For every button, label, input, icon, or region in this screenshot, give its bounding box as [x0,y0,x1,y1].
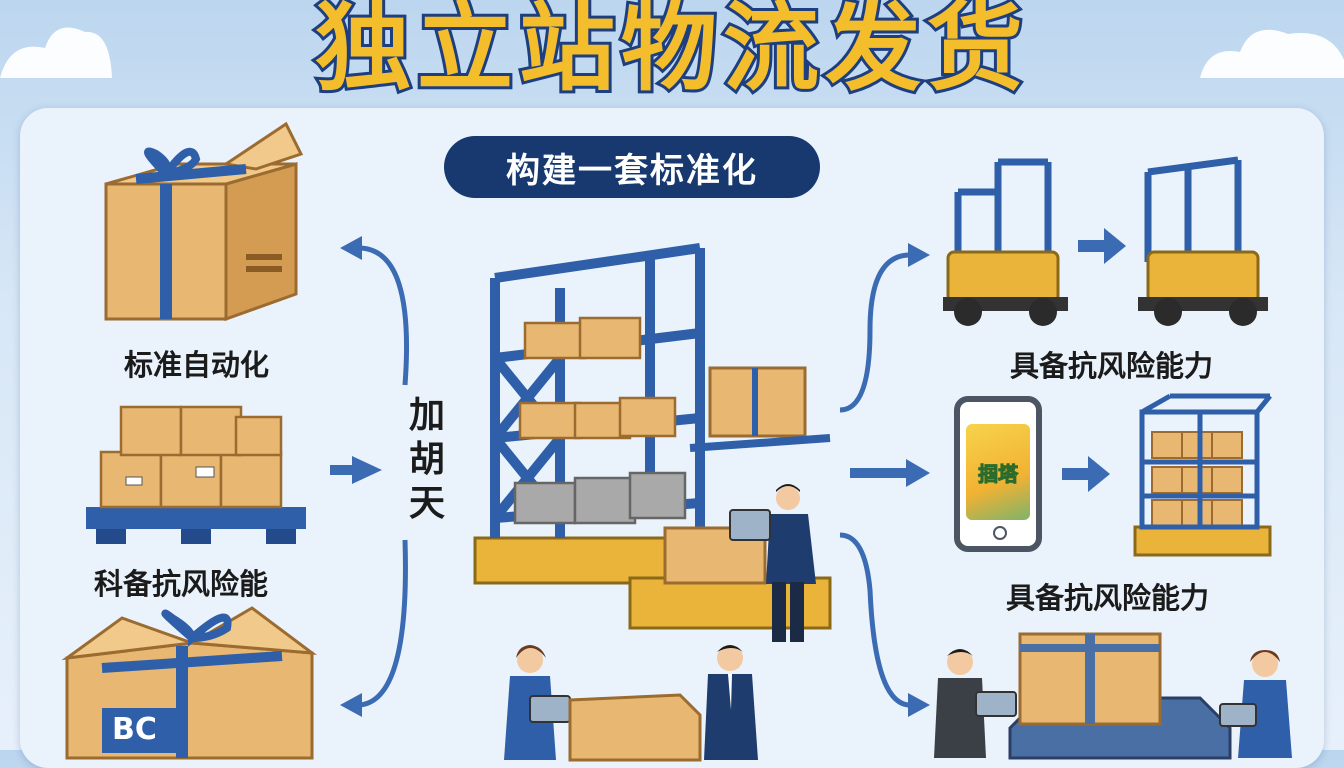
warehouse-rack-icon [473,243,832,630]
page-title: 独立站物流发货 [312,0,1029,107]
phone-screen: 掴塔 [966,424,1030,520]
phone-home-button [993,526,1007,540]
forward-arrow-icon-1 [1078,228,1126,264]
caged-rack-icon [1133,393,1272,557]
palletized-boxes-icon [86,405,306,544]
gift-box-icon [104,121,304,322]
vertical-text: 加 胡 天 [403,394,451,526]
forklift-icon-2 [1138,156,1268,326]
cloud-left [0,27,112,78]
phone-icon: 掴塔 [954,396,1042,552]
right-label-1: 具备抗风险能力 [1010,349,1214,383]
left-connector-arrows [330,236,410,717]
forward-arrow-icon-2 [1062,456,1110,492]
center-pill-label: 构建一套标准化 [444,136,820,198]
worker-with-tablet-icon [729,484,816,642]
delivery-van-scene-icon [934,632,1292,760]
vertical-char-1: 加 [408,395,445,436]
team-with-box-icon [504,645,758,762]
left-label-2: 科备抗风险能 [94,567,269,601]
right-label-2: 具备抗风险能力 [1006,581,1210,615]
left-label-1: 标准自动化 [124,348,270,382]
cloud-right [1200,29,1344,79]
vertical-char-3: 天 [408,483,445,524]
right-connector-arrows [839,243,930,717]
box-mark-text: BC [112,712,157,747]
forklift-icon-1 [943,158,1068,326]
phone-screen-text: 掴塔 [978,461,1019,486]
large-box-icon [61,606,318,760]
title-banner: 独立站物流发货 [0,0,1344,107]
vertical-char-2: 胡 [408,439,445,480]
